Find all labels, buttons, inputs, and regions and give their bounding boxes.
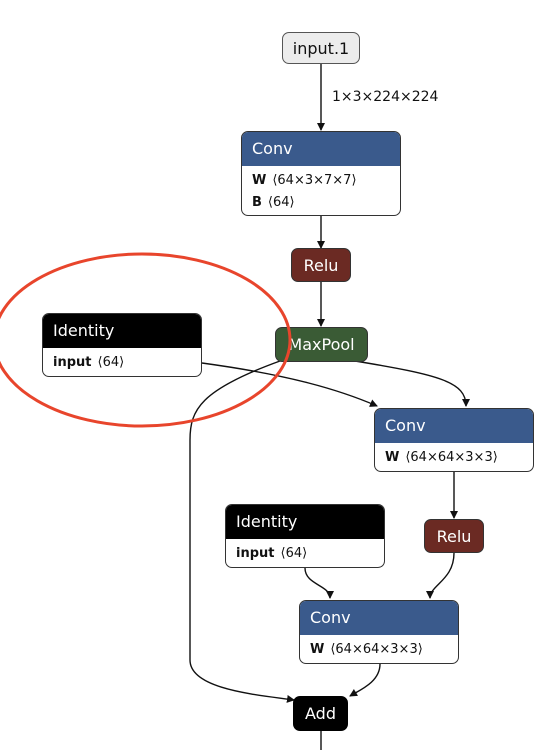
relu1-label: Relu bbox=[303, 255, 339, 275]
identity1-node[interactable]: Identity input ⟨64⟩ bbox=[42, 313, 202, 377]
edge-conv3-add bbox=[349, 663, 381, 697]
conv3-attr-w: W ⟨64×64×3×3⟩ bbox=[300, 639, 458, 661]
edge-identity1-conv2 bbox=[201, 362, 378, 407]
relu1-node[interactable]: Relu bbox=[291, 248, 351, 282]
add-label: Add bbox=[305, 704, 336, 723]
conv2-attr-w: W ⟨64×64×3×3⟩ bbox=[375, 447, 533, 469]
add-node[interactable]: Add bbox=[293, 696, 348, 731]
conv1-node[interactable]: Conv W ⟨64×3×7×7⟩ B ⟨64⟩ bbox=[241, 131, 401, 216]
conv3-title: Conv bbox=[300, 601, 458, 635]
relu2-node[interactable]: Relu bbox=[424, 519, 484, 553]
conv3-attr-w-key: W bbox=[310, 642, 325, 657]
identity2-attr-value: ⟨64⟩ bbox=[280, 546, 308, 561]
conv1-attr-b-value: ⟨64⟩ bbox=[267, 195, 295, 210]
conv1-attr-w: W ⟨64×3×7×7⟩ bbox=[242, 170, 400, 192]
maxpool-node[interactable]: MaxPool bbox=[275, 327, 368, 362]
conv2-attr-w-key: W bbox=[385, 450, 400, 465]
edge-relu2-conv3 bbox=[426, 552, 455, 599]
conv2-attr-w-value: ⟨64×64×3×3⟩ bbox=[405, 450, 498, 465]
conv3-attr-w-value: ⟨64×64×3×3⟩ bbox=[330, 642, 423, 657]
conv1-attr-w-value: ⟨64×3×7×7⟩ bbox=[272, 173, 357, 188]
input-node-label: input.1 bbox=[292, 38, 350, 58]
identity1-title: Identity bbox=[43, 314, 201, 348]
input-shape-label: 1×3×224×224 bbox=[332, 89, 439, 105]
identity2-attr-key: input bbox=[236, 546, 275, 561]
identity2-attr-input: input ⟨64⟩ bbox=[226, 543, 384, 565]
edge-identity2-conv3 bbox=[304, 567, 334, 599]
relu2-label: Relu bbox=[436, 526, 472, 546]
identity1-attr-key: input bbox=[53, 355, 92, 370]
conv1-attr-w-key: W bbox=[252, 173, 267, 188]
conv3-node[interactable]: Conv W ⟨64×64×3×3⟩ bbox=[299, 600, 459, 664]
input-node[interactable]: input.1 bbox=[282, 32, 360, 64]
identity1-attr-input: input ⟨64⟩ bbox=[43, 352, 201, 374]
conv2-title: Conv bbox=[375, 409, 533, 443]
conv1-attr-b: B ⟨64⟩ bbox=[242, 192, 400, 214]
edge-maxpool-conv2 bbox=[354, 360, 470, 407]
identity1-attr-value: ⟨64⟩ bbox=[97, 355, 125, 370]
identity2-node[interactable]: Identity input ⟨64⟩ bbox=[225, 504, 385, 568]
conv1-title: Conv bbox=[242, 132, 400, 166]
identity2-title: Identity bbox=[226, 505, 384, 539]
maxpool-label: MaxPool bbox=[288, 335, 355, 354]
conv2-node[interactable]: Conv W ⟨64×64×3×3⟩ bbox=[374, 408, 534, 472]
conv1-attr-b-key: B bbox=[252, 195, 262, 210]
